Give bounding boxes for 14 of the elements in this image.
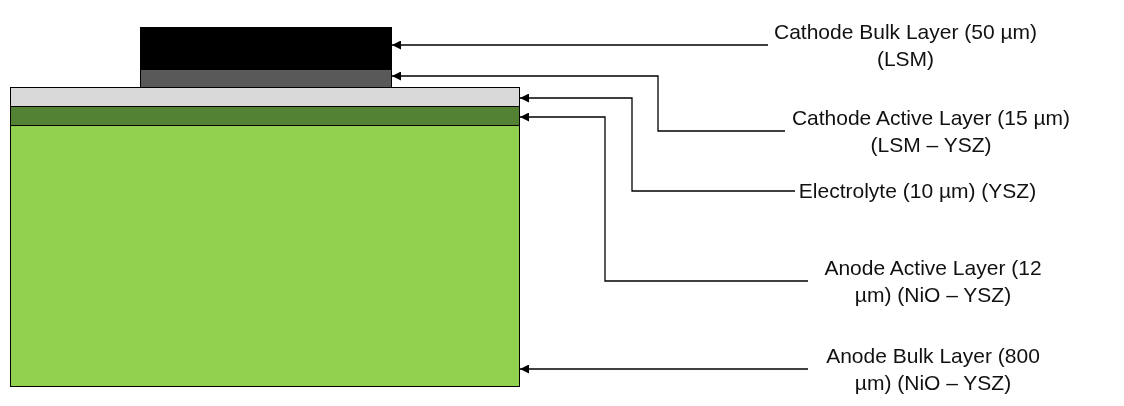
electrolyte-layer (10, 87, 520, 107)
layer-label: Electrolyte (10 µm) (YSZ) (795, 177, 1040, 204)
anode-bulk-layer (10, 125, 520, 387)
layer-label: Cathode Active Layer (15 µm) (LSM – YSZ) (785, 104, 1077, 158)
cathode-bulk-layer (140, 27, 392, 70)
leader-line (519, 112, 809, 282)
leader-line (519, 364, 809, 374)
leader-line (391, 40, 769, 50)
layer-label: Anode Active Layer (12 µm) (NiO – YSZ) (808, 254, 1058, 308)
leader-line (391, 71, 786, 132)
layer-label: Cathode Bulk Layer (50 µm) (LSM) (768, 18, 1043, 72)
leader-line (519, 93, 796, 192)
layer-label: Anode Bulk Layer (800 µm) (NiO – YSZ) (808, 342, 1058, 396)
anode-active-layer (10, 106, 520, 126)
